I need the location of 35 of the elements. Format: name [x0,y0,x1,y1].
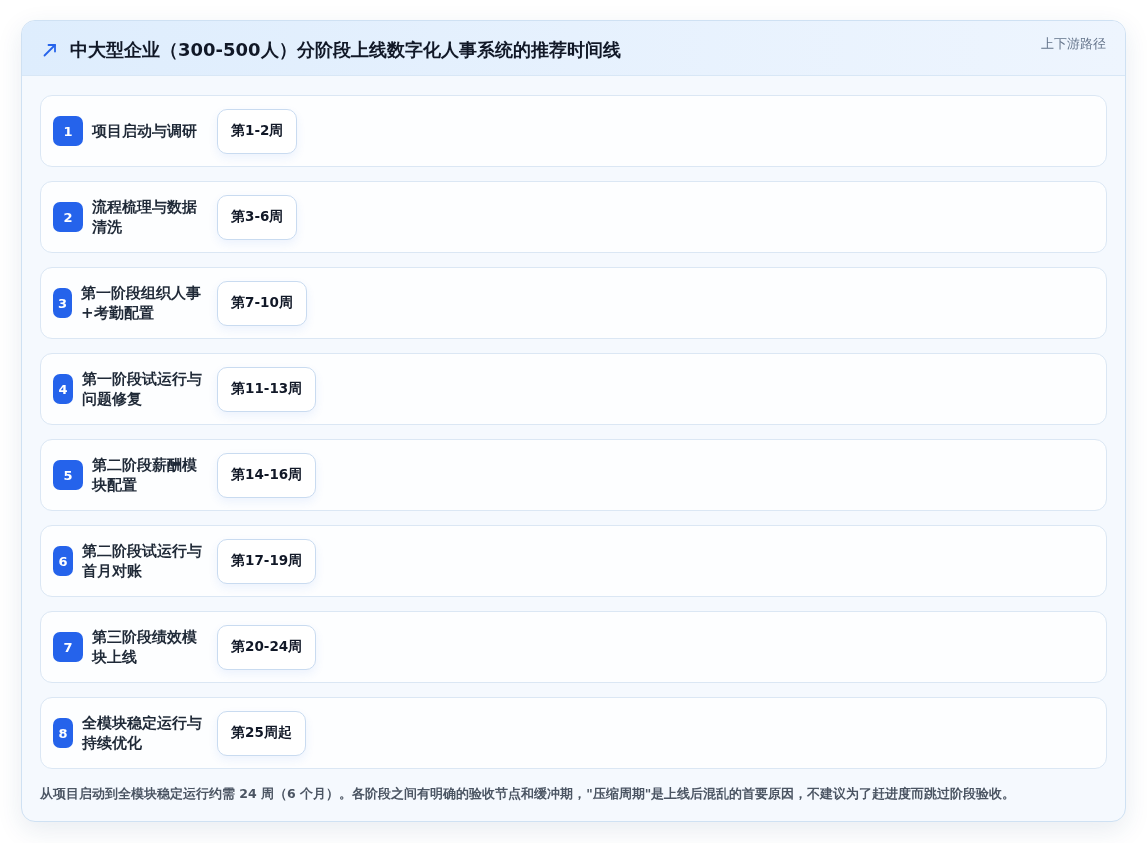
footnote-text: 从项目启动到全模块稳定运行约需 24 周（6 个月）。各阶段之间有明确的验收节点和缓冲期，"压缩周期"是上线后混乱的首要原因，不建议为了赶进度而跳过阶段验收。 [40,785,1016,803]
diagram-title: 中大型企业（300-500人）分阶段上线数字化人事系统的推荐时间线 [70,38,621,62]
phase-card [40,697,1107,769]
phase-card [40,95,1107,167]
step-number-badge: 1 [53,116,83,146]
week-range-tag: 第3-6周 [217,194,298,240]
step-number-badge: 2 [53,202,83,232]
step-number-badge: 5 [53,460,83,490]
phase-card [40,611,1107,683]
phase-card [40,353,1107,425]
week-range-tag: 第7-10周 [217,280,307,326]
phase-title: 第二阶段试运行与首月对账 [82,541,203,581]
phase-card [40,267,1107,339]
phase-card [40,525,1107,597]
week-range-tag: 第14-16周 [217,452,317,498]
step-number-badge: 3 [53,288,72,318]
phase-title: 第一阶段试运行与问题修复 [82,369,203,409]
header-note: 上下游路径 [1041,36,1106,52]
week-range-tag: 第20-24周 [217,624,317,670]
week-range-tag: 第17-19周 [217,538,317,584]
phase-title: 第一阶段组织人事+考勤配置 [81,283,202,323]
step-number-badge: 8 [53,718,73,748]
phase-title: 第三阶段绩效模块上线 [92,627,198,667]
phase-card [40,181,1107,253]
phase-title: 项目启动与调研 [92,121,198,141]
step-number-badge: 7 [53,632,83,662]
phase-title: 流程梳理与数据清洗 [92,197,198,237]
phase-title: 全模块稳定运行与持续优化 [82,713,203,753]
week-range-tag: 第25周起 [217,710,306,756]
week-range-tag: 第11-13周 [217,366,317,412]
step-number-badge: 6 [53,546,73,576]
week-range-tag: 第1-2周 [217,108,298,154]
phase-card [40,439,1107,511]
step-number-badge: 4 [53,374,73,404]
phase-title: 第二阶段薪酬模块配置 [92,455,198,495]
